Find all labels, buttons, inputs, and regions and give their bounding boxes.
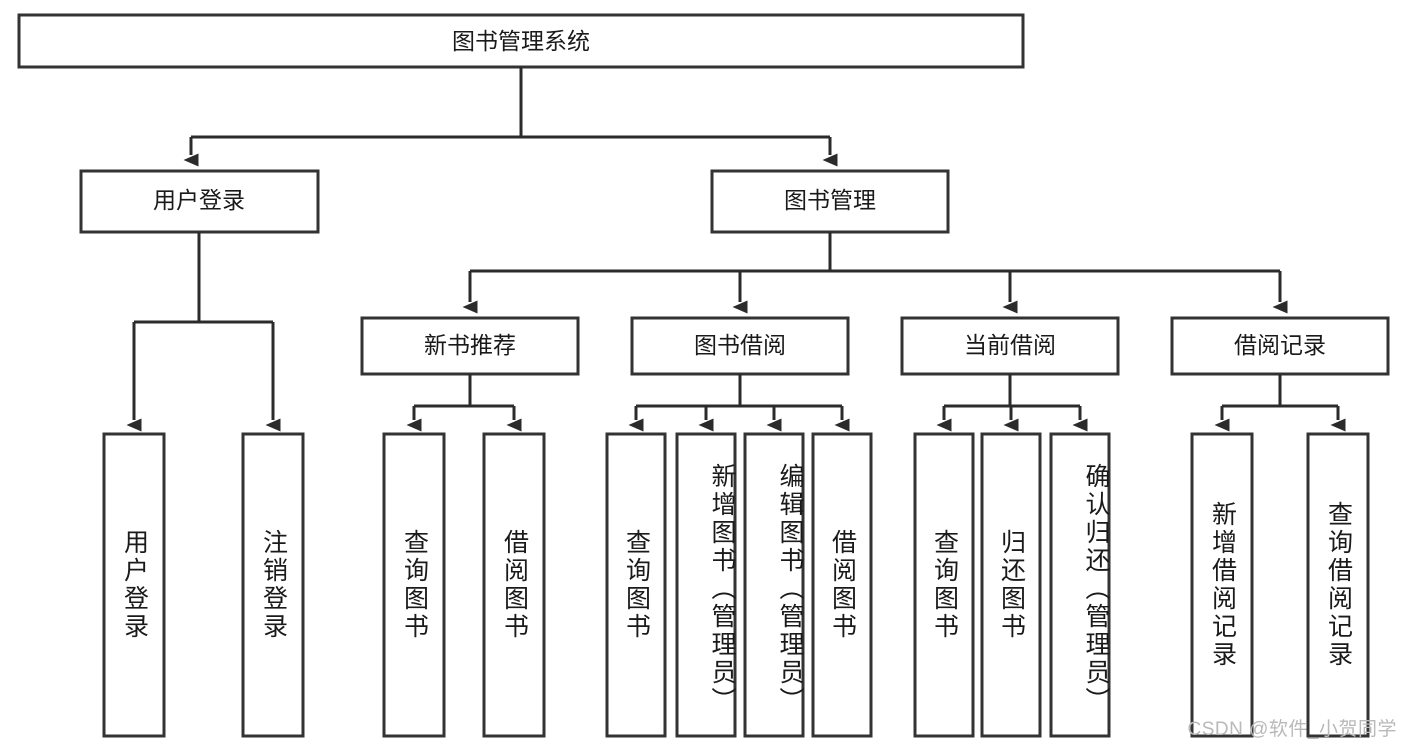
node-book-management-box[interactable] (710, 169, 950, 234)
leaf-box-borrow-record-1[interactable] (1190, 432, 1254, 738)
node-root-box[interactable] (17, 13, 1025, 69)
node-borrow-record-box[interactable] (1170, 316, 1390, 376)
node-current-borrow-box[interactable] (900, 316, 1120, 376)
leaf-box-book-borrow-4[interactable] (811, 432, 873, 738)
node-borrow-record-label: 借阅记录 (1234, 332, 1326, 358)
node-book-management-label: 图书管理 (784, 187, 876, 213)
leaf-box-borrow-record-2[interactable] (1306, 432, 1370, 738)
node-user-login-label: 用户登录 (153, 187, 245, 213)
leaf-box-user-login-1[interactable] (102, 432, 166, 738)
leaf-box-current-borrow-2[interactable] (980, 432, 1042, 738)
node-new-book-label: 新书推荐 (424, 332, 516, 358)
leaf-box-book-borrow-3[interactable] (743, 432, 805, 738)
node-current-borrow-label: 当前借阅 (964, 332, 1056, 358)
leaf-box-user-login-2[interactable] (241, 432, 305, 738)
leaf-box-new-book-2[interactable] (482, 432, 546, 738)
leaf-box-current-borrow-1[interactable] (913, 432, 975, 738)
leaf-box-current-borrow-3[interactable] (1049, 432, 1111, 738)
watermark-text: CSDN @软件_小贺同学 (1187, 719, 1397, 740)
node-root-label: 图书管理系统 (452, 28, 590, 54)
leaf-box-book-borrow-1[interactable] (605, 432, 667, 738)
node-new-book-box[interactable] (360, 316, 580, 376)
leaf-box-book-borrow-2[interactable] (675, 432, 737, 738)
node-book-borrow-label: 图书借阅 (694, 332, 786, 358)
node-book-borrow-box[interactable] (630, 316, 850, 376)
leaf-box-new-book-1[interactable] (382, 432, 446, 738)
